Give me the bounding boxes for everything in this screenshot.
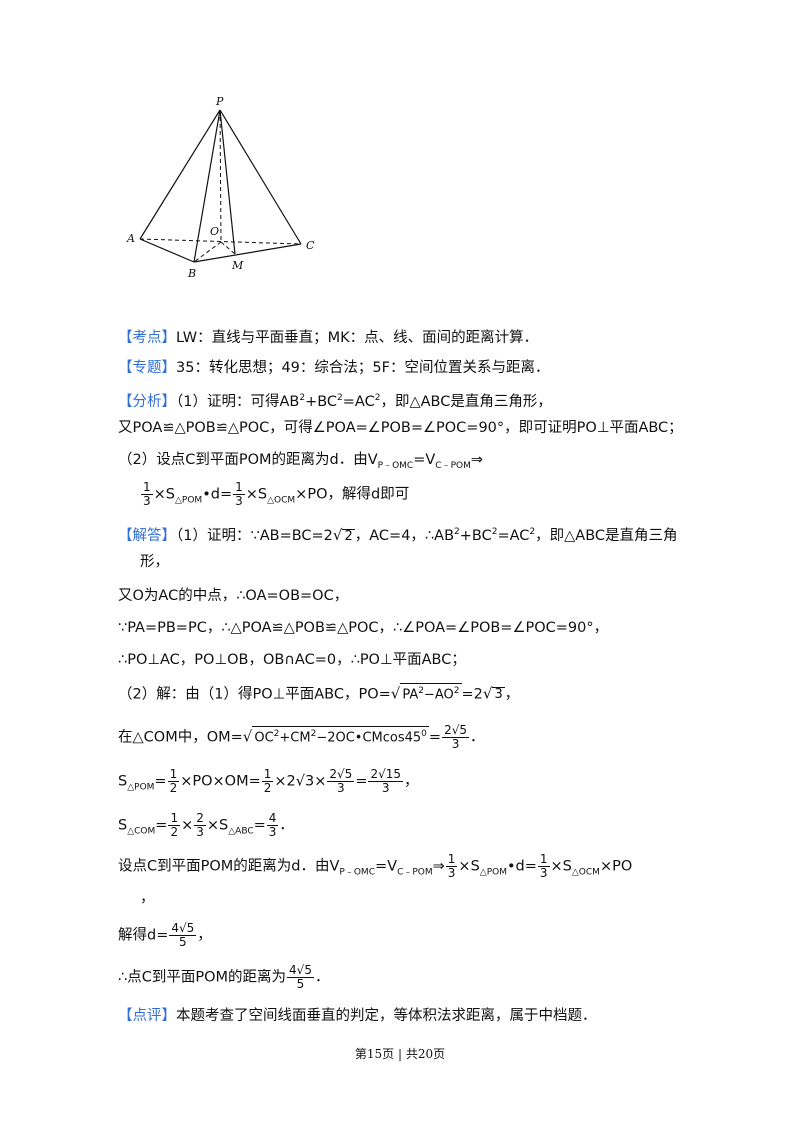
edge-AB <box>139 238 195 263</box>
edge-PO <box>219 109 222 243</box>
jieda-text: ∴点C到平面POM的距离为 <box>118 969 287 986</box>
sup: 2 <box>374 393 381 403</box>
fenxi-text: （2）设点C到平面POM的距离为d．由V <box>118 452 378 468</box>
edge-BC <box>193 243 302 263</box>
jieda-tag: 【解答】 <box>118 527 176 544</box>
jieda-line-2: 形， <box>140 554 169 570</box>
edge-PM <box>219 109 236 255</box>
fenxi-text: （1）证明：可得AB <box>176 393 300 410</box>
sub: P﹣OMC <box>377 460 414 471</box>
jieda-text: ，AC=4，∴AB <box>354 527 455 544</box>
label-B: B <box>187 267 196 280</box>
fenxi-text: =AC <box>342 393 375 410</box>
fenxi-line-1: 【分析】（1）证明：可得AB2+BC2=AC2，即△ABC是直角三角形， <box>118 388 552 412</box>
jieda-text: =AC <box>497 527 530 544</box>
fenxi-text: ⇒ <box>470 452 483 468</box>
zhuanti-line: 【专题】35：转化思想；49：综合法；5F：空间位置关系与距离． <box>118 358 549 378</box>
fenxi-line-2: 又POA≌△POB≌△POC，可得∠POA=∠POB=∠POC=90°，即可证明… <box>118 420 683 436</box>
jieda-text: 解得d= <box>118 927 169 944</box>
jieda-text: S <box>118 817 128 834</box>
kaodian-tag: 【考点】 <box>118 330 176 346</box>
sup: 2 <box>337 393 343 403</box>
fenxi-text: 解得d即可 <box>341 486 410 503</box>
jieda-line-1: 【解答】（1）证明：∵AB=BC=2√2，AC=4，∴AB2+BC2=AC2，即… <box>118 525 678 544</box>
fenxi-text: ，即△ABC是直角三角形， <box>380 393 552 410</box>
jieda-text: 角 <box>663 527 678 544</box>
jieda-line-11: ， <box>140 890 155 906</box>
pyramid-figure: P A B C O M <box>118 92 328 292</box>
jieda-line-5: ∴PO⊥AC，PO⊥OB，OB∩AC=0，∴PO⊥平面ABC； <box>118 652 466 668</box>
kaodian-text: LW：直线与平面垂直；MK：点、线、面间的距离计算． <box>176 330 539 346</box>
jieda-text: +BC <box>459 527 492 544</box>
label-P: P <box>215 95 224 108</box>
edge-AC <box>139 238 302 245</box>
fenxi-text: =V <box>413 452 436 468</box>
zhuanti-tag: 【专题】 <box>118 360 176 376</box>
jieda-text: （2）解：由（1）得PO⊥平面ABC，PO= <box>118 686 391 703</box>
jieda-text: ，即△ABC是直角三 <box>535 527 664 544</box>
fenxi-text: +BC <box>305 393 338 410</box>
sup: 2 <box>299 393 306 403</box>
sub: C﹣POM <box>435 460 471 471</box>
jieda-text: 在△COM中，OM= <box>118 729 243 746</box>
jieda-text: = <box>428 729 442 746</box>
edge-PB <box>193 109 221 263</box>
edge-PC <box>219 109 302 245</box>
page-footer: 第15页 | 共20页 <box>354 1047 446 1061</box>
label-M: M <box>231 259 244 272</box>
label-O: O <box>210 225 219 238</box>
pingjia-tag: 【点评】 <box>118 1008 176 1024</box>
kaodian-line: 【考点】LW：直线与平面垂直；MK：点、线、面间的距离计算． <box>118 328 538 348</box>
label-C: C <box>306 239 315 252</box>
jieda-line-4: ∵PA=PB=PC，∴△POA≌△POB≌△POC，∴∠POA=∠POB=∠PO… <box>118 620 609 636</box>
edge-OB <box>193 241 222 263</box>
pingjia-line: 【点评】本题考查了空间线面垂直的判定，等体积法求距离，属于中档题． <box>118 1006 597 1026</box>
fenxi-tag: 【分析】 <box>118 393 176 410</box>
label-A: A <box>126 232 135 245</box>
zhuanti-text: 35：转化思想；49：综合法；5F：空间位置关系与距离． <box>176 360 550 376</box>
jieda-text: 设点C到平面POM的距离为d．由V <box>118 858 340 875</box>
fenxi-line-3: （2）设点C到平面POM的距离为d．由VP﹣OMC=VC﹣POM⇒ <box>118 450 483 476</box>
jieda-line-3: 又O为AC的中点，∴OA=OB=OC， <box>118 588 349 604</box>
jieda-line-6: （2）解：由（1）得PO⊥平面ABC，PO=√PA2−AO2=2√3， <box>118 683 520 703</box>
edge-OM <box>220 241 236 255</box>
pingjia-text: 本题考查了空间线面垂直的判定，等体积法求距离，属于中档题． <box>176 1008 597 1024</box>
pyramid-diagram: P A B C O M <box>126 95 315 280</box>
jieda-text: ⇒ <box>432 858 445 875</box>
jieda-text: =2 <box>461 686 483 703</box>
edge-PA <box>139 109 221 240</box>
jieda-text: S <box>118 773 128 790</box>
jieda-text: =V <box>374 858 398 875</box>
jieda-text: （1）证明：∵AB=BC=2 <box>176 527 333 544</box>
